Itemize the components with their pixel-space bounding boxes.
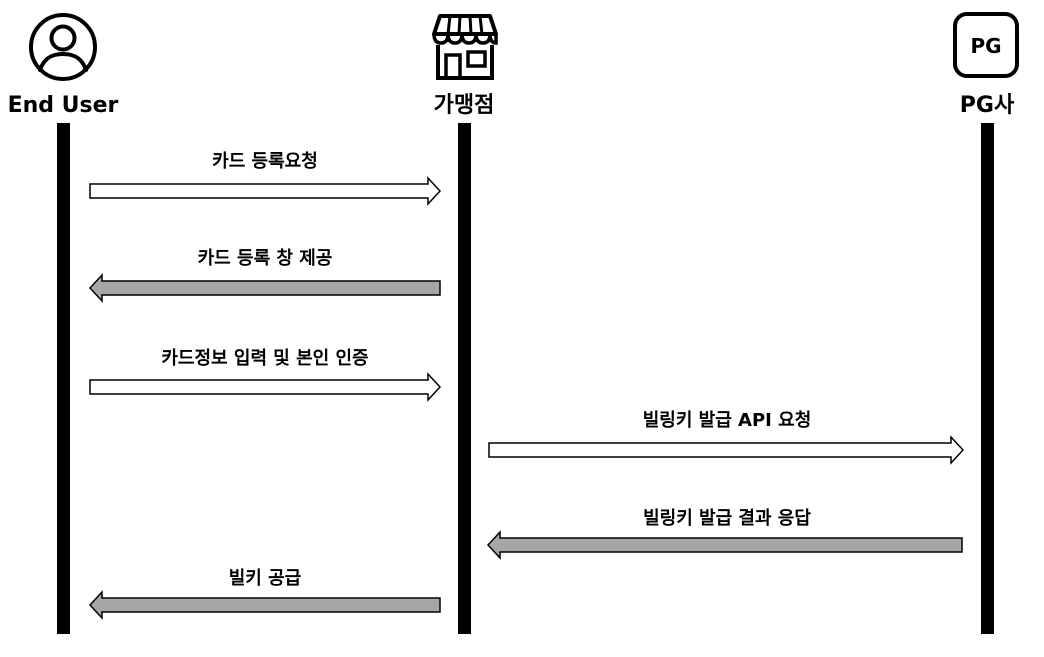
actor-label-end-user: End User [8,93,119,118]
arrow-right [89,176,442,206]
message-label: 빌키 공급 [229,568,302,589]
message-billing-key-supply: 빌키 공급 [88,568,441,620]
arrow-right [89,372,442,402]
message-label: 빌링키 발급 결과 응답 [643,508,811,529]
arrow-left [88,273,441,303]
store-icon [432,14,498,80]
lifeline-merchant [458,123,471,634]
pg-badge-text: PG [970,34,1001,58]
actor-pg: PG PG사 [953,12,1019,634]
actor-label-merchant: 가맹점 [434,93,495,118]
actor-end-user: End User [8,13,119,634]
message-label: 빌링키 발급 API 요청 [643,410,812,431]
message-label: 카드 등록요청 [212,151,318,172]
pg-badge-icon: PG [953,12,1019,78]
message-card-info-auth: 카드정보 입력 및 본인 인증 [89,347,442,402]
arrow-right [488,435,965,465]
lifeline-end-user [57,123,70,634]
message-billing-key-api-request: 빌링키 발급 API 요청 [488,410,965,465]
actor-merchant: 가맹점 [432,14,498,634]
message-card-register-request: 카드 등록요청 [89,151,442,206]
message-billing-key-result: 빌링키 발급 결과 응답 [486,508,963,560]
message-card-register-window: 카드 등록 창 제공 [88,248,441,303]
arrow-left [88,590,441,620]
arrow-left [486,530,963,560]
actor-label-pg: PG사 [960,93,1015,118]
user-icon [29,13,97,81]
message-label: 카드정보 입력 및 본인 인증 [161,347,368,369]
message-label: 카드 등록 창 제공 [198,248,333,269]
lifeline-pg [981,123,994,634]
